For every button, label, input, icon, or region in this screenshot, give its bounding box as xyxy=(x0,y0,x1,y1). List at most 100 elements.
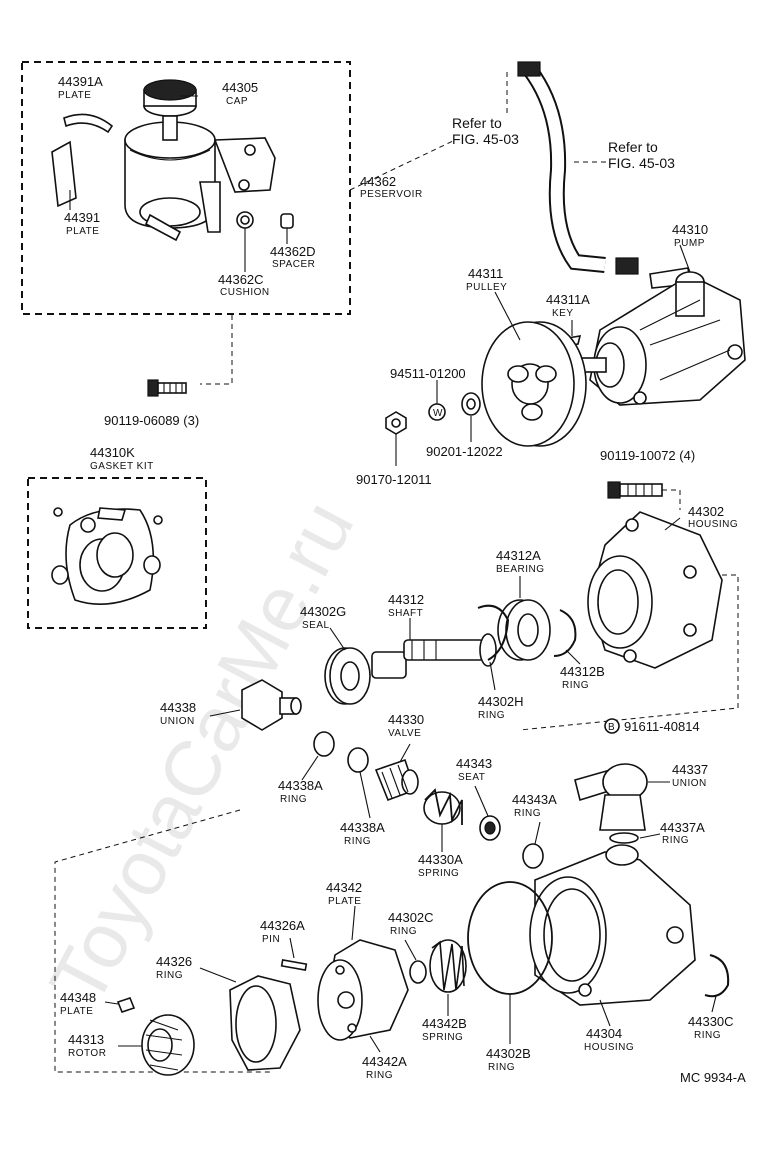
label-44310K: 44310K GASKET KIT xyxy=(90,445,154,472)
plate-44391-shape xyxy=(51,140,77,208)
pulley xyxy=(481,321,587,447)
label-44343: 44343 SEAT xyxy=(456,756,492,783)
svg-text:44342A: 44342A xyxy=(362,1054,407,1069)
label-90119-06089: 90119-06089 (3) xyxy=(104,413,199,428)
svg-text:KEY: KEY xyxy=(552,308,574,319)
label-44312A: 44312A BEARING xyxy=(496,548,544,575)
label-44391A: 44391A PLATE xyxy=(58,74,103,101)
label-44313: 44313 ROTOR xyxy=(68,1032,106,1059)
label-44362: 44362 PESERVOIR xyxy=(360,174,422,200)
rotor xyxy=(141,1014,195,1076)
svg-text:44312B: 44312B xyxy=(560,664,605,679)
refer-to-fig-2: Refer to FIG. 45-03 xyxy=(608,139,675,171)
plate-44391A-shape xyxy=(63,113,114,134)
gasket-kit-box xyxy=(27,477,207,629)
svg-text:44330: 44330 xyxy=(388,712,424,727)
svg-text:PULLEY: PULLEY xyxy=(466,282,507,293)
label-44305: 44305 CAP xyxy=(222,80,258,107)
svg-text:RING: RING xyxy=(280,794,307,805)
svg-text:44343: 44343 xyxy=(456,756,492,771)
label-44302: 44302 HOUSING xyxy=(688,504,738,530)
svg-text:PLATE: PLATE xyxy=(328,896,361,907)
ring-44338A-1 xyxy=(313,731,335,757)
svg-text:RING: RING xyxy=(390,926,417,937)
svg-text:FIG. 45-03: FIG. 45-03 xyxy=(452,131,519,147)
svg-text:44304: 44304 xyxy=(586,1026,622,1041)
pump-assembly xyxy=(581,271,746,406)
svg-text:90119-06089 (3): 90119-06089 (3) xyxy=(104,413,199,428)
svg-text:94511-01200: 94511-01200 xyxy=(390,366,466,381)
svg-text:44302B: 44302B xyxy=(486,1046,531,1061)
svg-text:44310K: 44310K xyxy=(90,445,135,460)
svg-text:VALVE: VALVE xyxy=(388,728,421,739)
label-44338A-1: 44338A RING xyxy=(278,778,323,805)
union-44337 xyxy=(574,763,648,831)
reservoir-bracket xyxy=(213,137,276,193)
svg-text:RING: RING xyxy=(156,970,183,981)
svg-text:44362C: 44362C xyxy=(218,272,264,287)
svg-text:44302G: 44302G xyxy=(300,604,346,619)
svg-text:CUSHION: CUSHION xyxy=(220,287,270,298)
svg-text:GASKET KIT: GASKET KIT xyxy=(90,461,154,472)
svg-text:SPACER: SPACER xyxy=(272,259,315,270)
svg-text:PUMP: PUMP xyxy=(674,238,705,249)
svg-text:SEAL: SEAL xyxy=(302,620,330,631)
label-44311: 44311 PULLEY xyxy=(466,266,507,293)
spacer-shape xyxy=(280,213,294,229)
svg-text:44305: 44305 xyxy=(222,80,258,95)
label-90170: 90170-12011 xyxy=(356,472,432,487)
svg-text:44342: 44342 xyxy=(326,880,362,895)
ring-44330C-shape xyxy=(704,954,730,998)
seat xyxy=(479,815,501,841)
svg-text:44312A: 44312A xyxy=(496,548,541,563)
label-44330C: 44330C RING xyxy=(688,1014,734,1041)
svg-text:44348: 44348 xyxy=(60,990,96,1005)
svg-text:SPRING: SPRING xyxy=(418,868,459,879)
svg-text:UNION: UNION xyxy=(160,716,195,727)
label-44312B: 44312B RING xyxy=(560,664,605,691)
label-44338: 44338 UNION xyxy=(160,700,196,727)
svg-text:HOUSING: HOUSING xyxy=(688,519,738,530)
svg-text:44310: 44310 xyxy=(672,222,708,237)
bolt-90119-06089 xyxy=(147,379,187,397)
svg-text:44311: 44311 xyxy=(468,266,503,281)
svg-text:90201-12022: 90201-12022 xyxy=(426,444,503,459)
spring-44330A xyxy=(423,788,463,825)
hose-clamp-top xyxy=(517,61,541,77)
svg-text:CAP: CAP xyxy=(226,96,248,107)
hose-clamp-bottom xyxy=(615,257,639,275)
svg-text:90119-10072 (4): 90119-10072 (4) xyxy=(600,448,695,463)
vane-plate-44348 xyxy=(116,997,136,1013)
svg-text:FIG. 45-03: FIG. 45-03 xyxy=(608,155,675,171)
svg-text:Refer to: Refer to xyxy=(608,139,658,155)
label-90201: 90201-12022 xyxy=(426,444,503,459)
label-44326: 44326 RING xyxy=(156,954,192,981)
svg-text:91611-40814: 91611-40814 xyxy=(624,719,700,734)
svg-text:44311A: 44311A xyxy=(546,292,590,307)
valve xyxy=(374,758,419,802)
svg-text:90170-12011: 90170-12011 xyxy=(356,472,432,487)
svg-text:PLATE: PLATE xyxy=(58,90,91,101)
label-44326A: 44326A PIN xyxy=(260,918,305,945)
svg-text:RING: RING xyxy=(344,836,371,847)
label-90119-10072: 90119-10072 (4) xyxy=(600,448,695,463)
svg-text:44302H: 44302H xyxy=(478,694,524,709)
plate-44342 xyxy=(317,939,409,1041)
housing-group-bracket xyxy=(519,574,739,731)
label-44343A: 44343A RING xyxy=(512,792,557,819)
reservoir-group-box xyxy=(21,61,351,315)
svg-text:44302: 44302 xyxy=(688,504,724,519)
bolt-90119-10072 xyxy=(607,481,663,499)
label-44302C: 44302C RING xyxy=(388,910,434,937)
bearing xyxy=(497,599,551,661)
ring-44343A-shape xyxy=(522,843,544,869)
label-44312: 44312 SHAFT xyxy=(388,592,424,619)
svg-text:RING: RING xyxy=(514,808,541,819)
diagram-code: MC 9934-A xyxy=(680,1070,746,1085)
label-44342A: 44342A RING xyxy=(362,1054,407,1081)
svg-text:44338A: 44338A xyxy=(278,778,323,793)
label-44342B: 44342B SPRING xyxy=(422,1016,467,1043)
label-44391: 44391 PLATE xyxy=(64,210,100,237)
svg-text:B: B xyxy=(608,722,615,733)
svg-text:44330C: 44330C xyxy=(688,1014,734,1029)
